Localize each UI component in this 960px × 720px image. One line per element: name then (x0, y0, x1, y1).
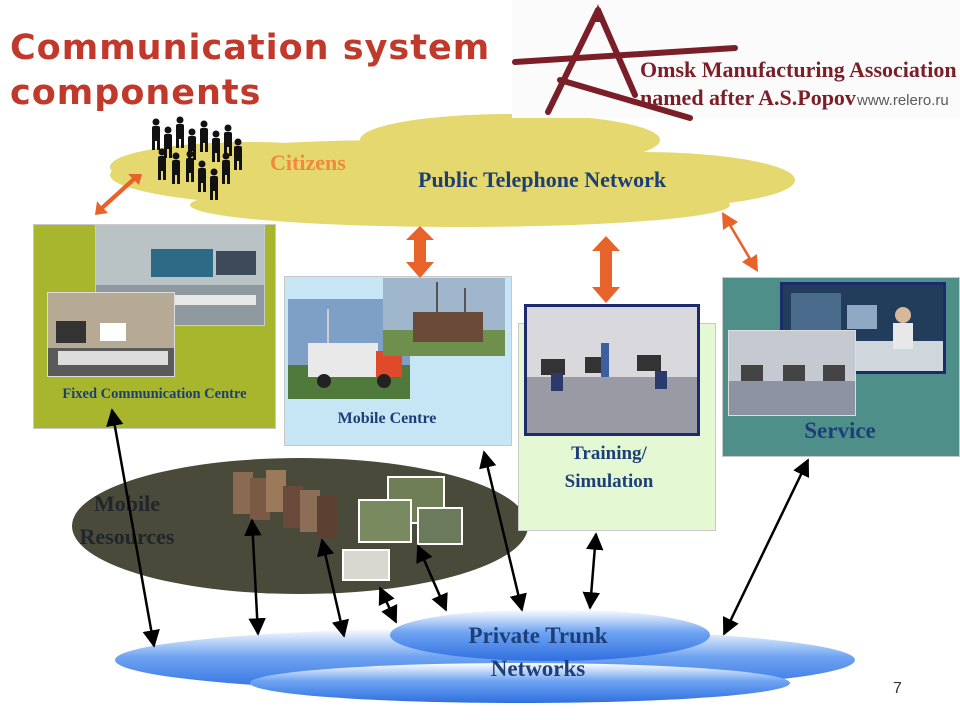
logo-line-2: named after A.S.Popov (640, 85, 856, 110)
arrow-training-public (592, 236, 620, 303)
logo-line-1: Omsk Manufacturing Association (640, 57, 957, 82)
public-network-label: Public Telephone Network (418, 167, 667, 192)
service-office-photo (728, 330, 856, 416)
arrow-mobile-public (406, 226, 434, 278)
page-number: 7 (893, 680, 902, 697)
service-label: Service (804, 418, 876, 443)
link-training-private (582, 532, 604, 610)
private-network-label: Private Trunk Networks (430, 619, 646, 685)
black-double-arrows (106, 408, 810, 648)
private-network-line-1: Private Trunk (468, 623, 608, 648)
private-network-cloud (115, 609, 855, 703)
fixed-centre-label: Fixed Communication Centre (62, 386, 247, 402)
private-network-line-2: Networks (490, 656, 586, 681)
arrow-fixed-citizens (95, 174, 142, 215)
training-label: Training/ Simulation (518, 440, 700, 496)
title-line-2: components (10, 73, 262, 113)
conference-room-photo (47, 292, 175, 377)
logo-text: Omsk Manufacturing Association named aft… (640, 56, 957, 112)
arrow-service-public (722, 212, 758, 272)
mobile-centre-label: Mobile Centre (337, 410, 437, 427)
title-line-1: Communication system (10, 28, 491, 68)
training-label-line-2: Simulation (564, 471, 654, 492)
link-vehicle1-private (378, 586, 398, 624)
link-mobile-private (479, 450, 527, 612)
link-radio2-private (316, 538, 350, 638)
link-radio1-private (244, 518, 266, 636)
link-service-private (722, 458, 810, 636)
shelter-photo (383, 278, 505, 356)
training-label-line-1: Training/ (571, 443, 647, 464)
citizens-label: Citizens (270, 150, 346, 175)
vehicle-photos (342, 476, 463, 581)
logo-url: www.relero.ru (857, 92, 949, 109)
radio-devices-photo (233, 470, 337, 538)
link-fixed-private (106, 408, 160, 648)
training-room-photo (524, 304, 700, 436)
public-network-cloud (110, 114, 795, 227)
page-title: Communication system components (10, 26, 510, 116)
link-vehicle2-private (416, 544, 448, 612)
orange-double-arrows (95, 174, 758, 303)
